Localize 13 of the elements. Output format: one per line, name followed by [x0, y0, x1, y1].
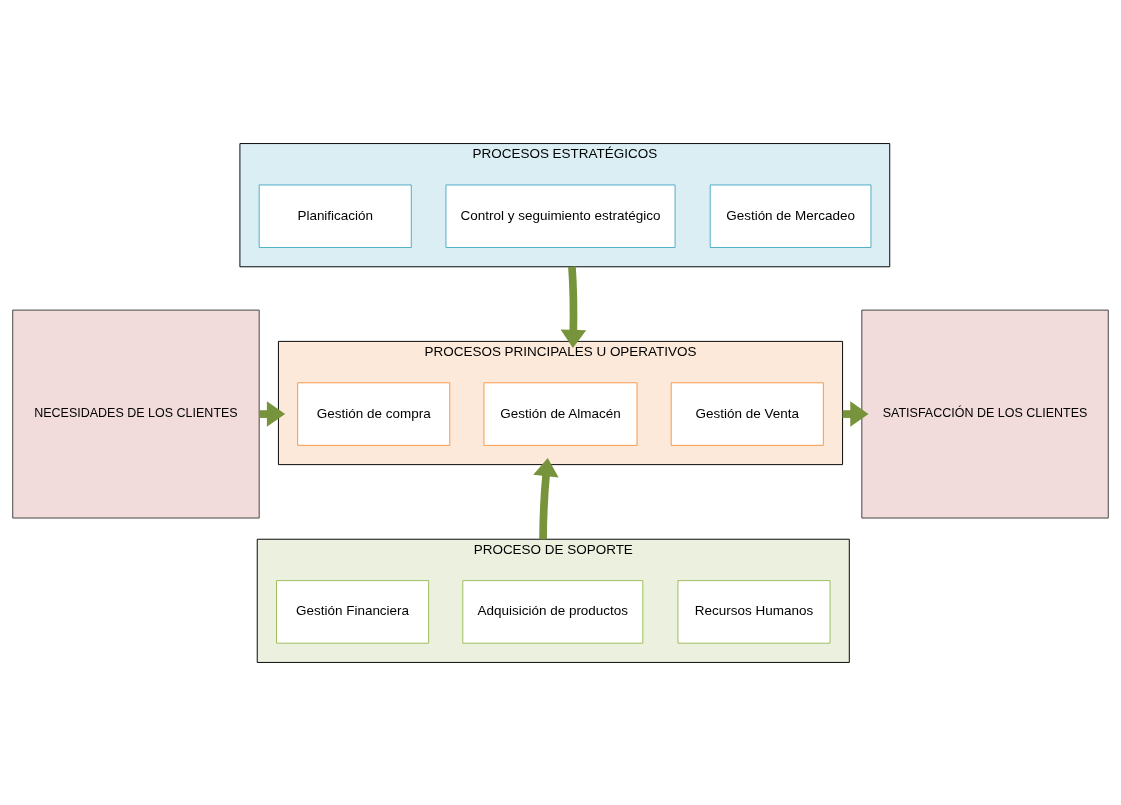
node-box: Control y seguimiento estratégico — [445, 183, 676, 248]
arrow — [560, 266, 587, 348]
arrow — [533, 457, 559, 539]
node-box: Gestión de Almacén — [483, 381, 638, 446]
node-box: Gestión de Mercadeo — [709, 183, 872, 248]
node-box: Adquisición de productos — [462, 579, 644, 644]
node-box: SATISFACCIÓN DE LOS CLIENTES — [861, 309, 1109, 518]
node-box: Recursos Humanos — [677, 579, 831, 644]
node-box: Planificación — [258, 183, 412, 248]
node-box: Gestión de Venta — [670, 381, 824, 446]
node-box: Gestión de compra — [297, 381, 451, 446]
node-box: Gestión Financiera — [276, 579, 430, 644]
node-box: NECESIDADES DE LOS CLIENTES — [12, 309, 260, 518]
